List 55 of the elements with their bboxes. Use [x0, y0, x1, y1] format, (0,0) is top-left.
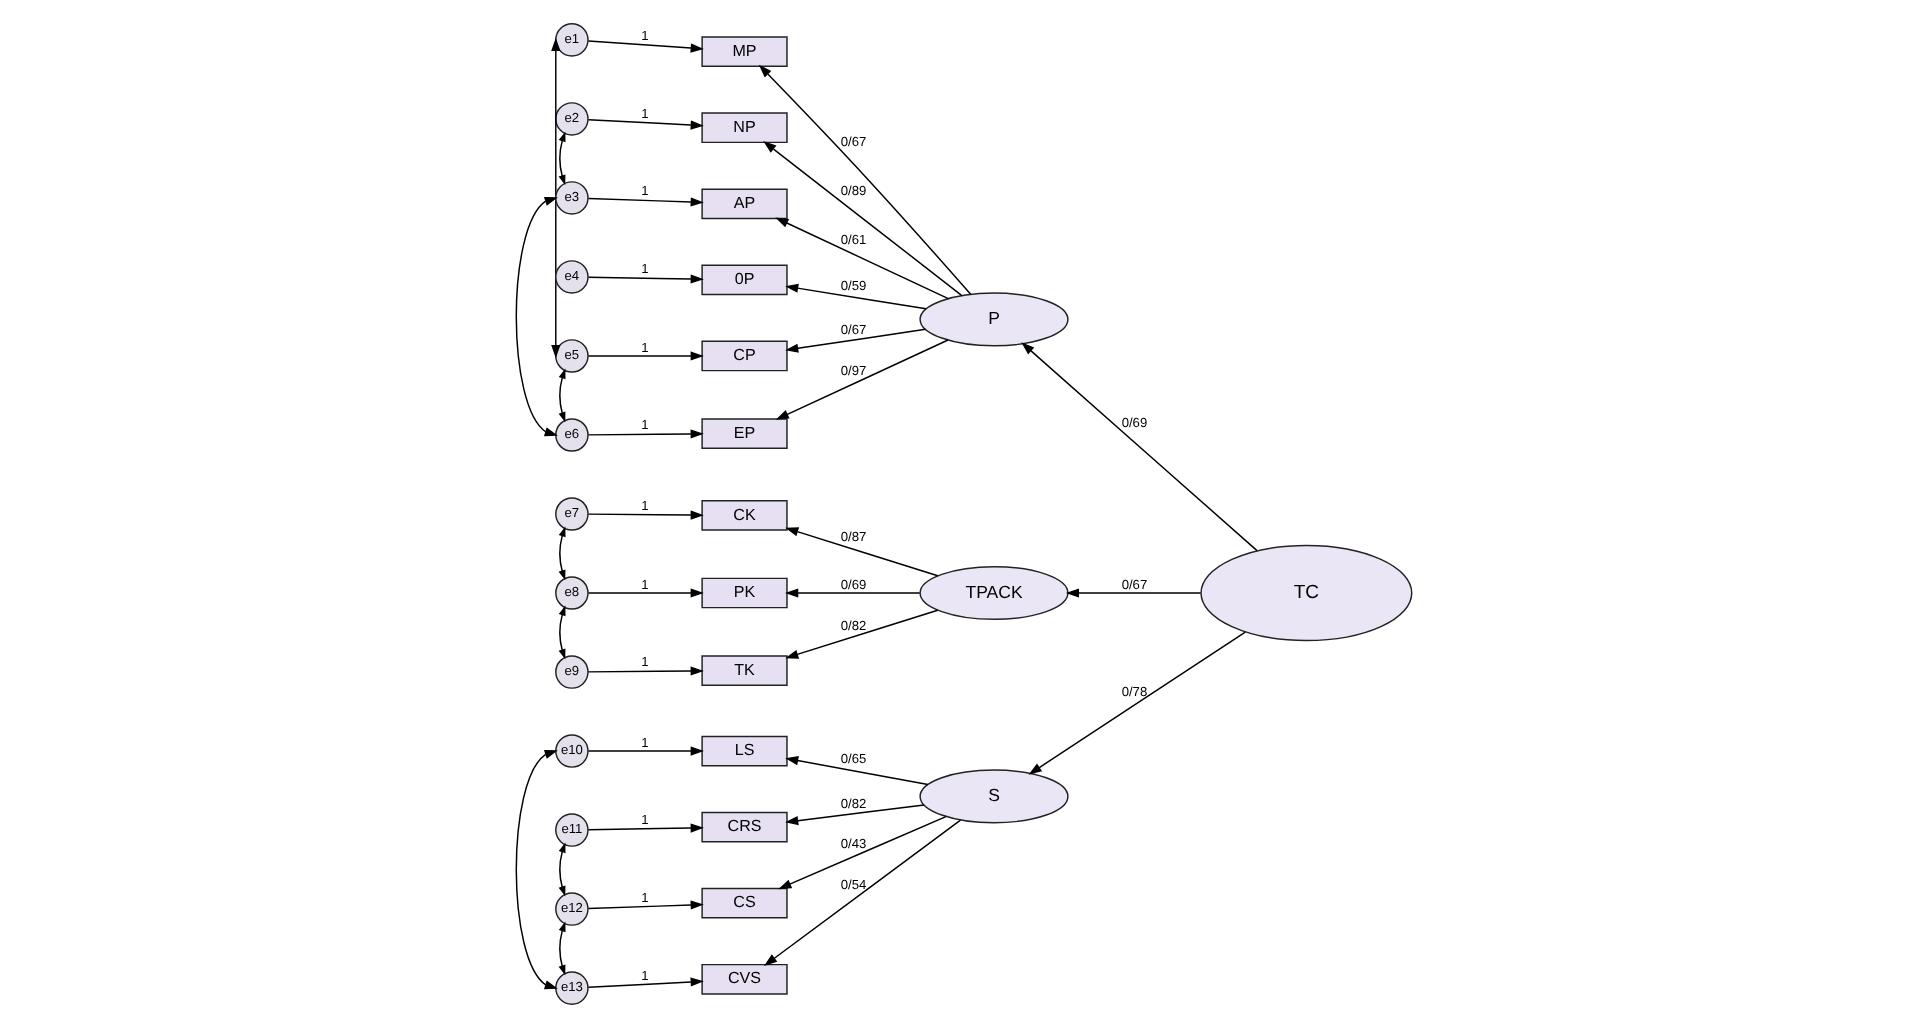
arrow [784, 327, 926, 352]
node-box: CRS [700, 810, 787, 842]
node-box: LS [700, 734, 787, 766]
arrow [1020, 341, 1257, 551]
arrow [557, 920, 565, 975]
arrow [557, 130, 565, 185]
node-box: TK [700, 654, 787, 685]
node-box: CVS [700, 962, 787, 994]
node-box: CS [700, 886, 787, 918]
node-ellipse: P [918, 291, 1068, 346]
arrow [586, 822, 703, 832]
arrow [586, 350, 703, 360]
arrow [1064, 587, 1201, 597]
node-ellipse: TC [1199, 543, 1412, 641]
arrow [762, 140, 962, 296]
arrow [784, 526, 938, 576]
arrow [777, 814, 946, 889]
node-box: CP [700, 339, 787, 371]
arrow [784, 755, 928, 785]
node-box: NP [700, 111, 787, 143]
arrow [774, 338, 948, 419]
arrow [586, 665, 703, 675]
node-box: MP [700, 35, 787, 66]
arrow [1027, 630, 1245, 774]
arrow [586, 196, 703, 206]
arrow [784, 282, 926, 309]
arrow [586, 976, 703, 987]
arrow [586, 899, 703, 909]
node-box: EP [700, 417, 787, 448]
node-ellipse: TPACK [918, 564, 1068, 620]
arrow [557, 841, 565, 896]
arrow [784, 803, 924, 825]
arrow [586, 273, 703, 283]
arrow [550, 36, 560, 358]
arrow [774, 216, 948, 299]
arrow [586, 587, 703, 597]
node-box: CK [700, 499, 787, 530]
arrow [557, 604, 565, 659]
arrow [586, 745, 703, 755]
arrow [586, 509, 703, 519]
arrow [557, 525, 565, 580]
node-box: PK [700, 576, 787, 608]
arrow [557, 367, 565, 422]
arrow [586, 118, 703, 129]
arrow [757, 63, 971, 295]
arrow [586, 39, 703, 52]
node-ellipse: S [918, 768, 1068, 823]
arrow [514, 748, 557, 989]
arrow [784, 587, 920, 597]
node-box: AP [700, 187, 787, 219]
arrow [784, 608, 938, 658]
arrow [514, 195, 557, 436]
arrow [763, 818, 961, 965]
arrow [586, 428, 703, 438]
node-box: 0P [700, 263, 787, 295]
